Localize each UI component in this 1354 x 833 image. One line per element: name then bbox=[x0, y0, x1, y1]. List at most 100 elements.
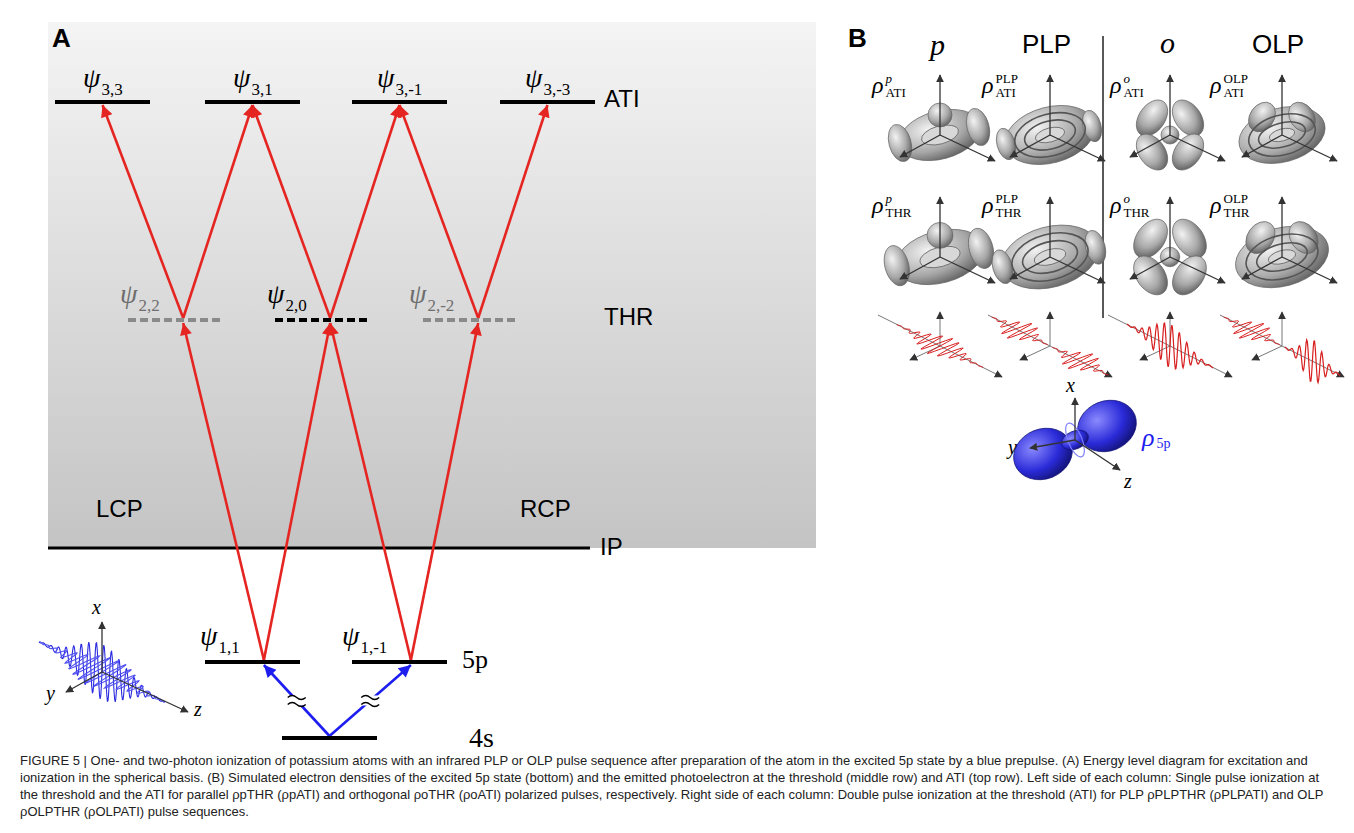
pulse-wave bbox=[897, 325, 983, 368]
pulse-wave bbox=[992, 317, 1048, 345]
pulse-wave bbox=[1127, 323, 1213, 369]
panel-label: x bbox=[1066, 374, 1075, 396]
break-mark bbox=[361, 696, 379, 700]
panel-label: p bbox=[930, 28, 945, 61]
transition-arrow bbox=[183, 323, 264, 660]
level-label: ψ1,-1 bbox=[342, 621, 387, 652]
pulse-wave bbox=[1285, 340, 1340, 383]
rho-symbol: ρ bbox=[982, 192, 994, 218]
pulse-figure bbox=[1220, 312, 1344, 383]
subscript: 2,0 bbox=[285, 296, 306, 315]
axis-arrow bbox=[940, 257, 995, 283]
subscript: 1,-1 bbox=[360, 638, 387, 657]
superscript: o bbox=[1124, 72, 1144, 86]
energy-level: 4s bbox=[282, 696, 377, 740]
energy-level: ψ3,-1 bbox=[352, 60, 447, 104]
break-mark bbox=[361, 703, 379, 707]
axis-arrow bbox=[1282, 135, 1337, 161]
index-stack: PLPATI bbox=[996, 72, 1018, 99]
break-gap bbox=[361, 696, 379, 706]
energy-level: ψ2,-2 bbox=[423, 278, 515, 322]
transition-arrow bbox=[330, 323, 411, 660]
panel-label: PLP bbox=[1022, 30, 1071, 59]
axis-arrow bbox=[1130, 135, 1170, 157]
density-label: ρOLPTHR bbox=[1210, 192, 1250, 219]
rho-symbol: ρ bbox=[1210, 72, 1222, 98]
transition-arrow bbox=[478, 105, 547, 318]
density-figures bbox=[878, 75, 1344, 383]
panel-label: 5p bbox=[462, 646, 488, 675]
axis-arrow bbox=[940, 312, 941, 346]
density-lobe bbox=[1079, 108, 1105, 144]
superscript: PLP bbox=[996, 192, 1022, 206]
axis-arrow bbox=[1242, 135, 1282, 157]
subscript: 3,-1 bbox=[395, 80, 422, 99]
pulse-wave bbox=[1224, 317, 1280, 345]
axis-arrow bbox=[1281, 197, 1282, 257]
axis-arrow bbox=[1282, 257, 1337, 283]
level-bar bbox=[282, 736, 377, 740]
level-bar bbox=[352, 660, 447, 664]
axis-arrow bbox=[1252, 346, 1282, 360]
subscript: ATI bbox=[1124, 86, 1144, 100]
density-lobe bbox=[880, 243, 914, 289]
superscript: OLP bbox=[1224, 192, 1250, 206]
panel-label: A bbox=[52, 24, 71, 53]
axis-arrow bbox=[102, 672, 188, 712]
superscript: OLP bbox=[1224, 72, 1249, 86]
subscript: 3,3 bbox=[101, 80, 122, 99]
pulse-figure bbox=[988, 312, 1112, 377]
level-bar bbox=[205, 660, 300, 664]
panel-label: LCP bbox=[96, 496, 143, 522]
axis-arrow bbox=[1030, 440, 1075, 448]
superscript: PLP bbox=[996, 72, 1018, 86]
transition-arrow bbox=[253, 105, 331, 318]
panel-label: y bbox=[46, 682, 55, 704]
transition-arrow bbox=[400, 105, 479, 318]
density-lobe bbox=[962, 106, 993, 148]
panel-label: y bbox=[1008, 436, 1017, 458]
density-label: ρpATI bbox=[872, 72, 906, 99]
superscript: p bbox=[886, 192, 912, 206]
5p-density bbox=[1006, 392, 1144, 489]
index-stack: oATI bbox=[1124, 72, 1144, 99]
pulse-wave bbox=[1052, 348, 1108, 376]
axis-arrow bbox=[900, 257, 940, 279]
subscript: 2,-2 bbox=[427, 296, 454, 315]
subscript: 2,2 bbox=[138, 296, 159, 315]
transition-arrow bbox=[330, 105, 399, 318]
density-lobe bbox=[1081, 228, 1109, 266]
subscript: 3,-3 bbox=[543, 80, 570, 99]
level-bar bbox=[500, 100, 595, 104]
density-label: ρPLPTHR bbox=[982, 192, 1022, 219]
index-stack: OLPATI bbox=[1224, 72, 1249, 99]
axis-arrow bbox=[900, 135, 940, 157]
axis-arrow bbox=[1170, 135, 1225, 161]
superscript: o bbox=[1124, 192, 1150, 206]
subscript: THR bbox=[886, 206, 912, 220]
rho-symbol: ρ bbox=[1110, 192, 1122, 218]
level-label: ψ3,-3 bbox=[525, 63, 570, 94]
axis-arrow bbox=[1074, 398, 1075, 440]
prepulse-figure bbox=[39, 622, 188, 712]
panel-label: B bbox=[848, 24, 867, 53]
subscript: 3,1 bbox=[251, 80, 272, 99]
index-stack: pATI bbox=[886, 72, 906, 99]
rho-symbol: ρ bbox=[982, 72, 994, 98]
axis-arrow bbox=[101, 622, 102, 672]
axis-arrow bbox=[1170, 257, 1225, 283]
axis-arrow bbox=[1049, 75, 1050, 135]
axis-arrow bbox=[1010, 135, 1050, 157]
index-stack: 5p bbox=[1156, 425, 1170, 452]
axis-arrow bbox=[1242, 257, 1282, 279]
axis-arrow bbox=[66, 672, 102, 692]
panel-label: OLP bbox=[1252, 30, 1304, 59]
transition-arrow bbox=[264, 665, 330, 736]
panel-label: IP bbox=[600, 534, 623, 560]
rho-symbol: ρ bbox=[1142, 424, 1154, 453]
continuum-band bbox=[48, 22, 816, 548]
energy-level: ψ2,0 bbox=[275, 278, 367, 322]
axis-arrow bbox=[1050, 135, 1105, 161]
superscript: p bbox=[886, 72, 906, 86]
